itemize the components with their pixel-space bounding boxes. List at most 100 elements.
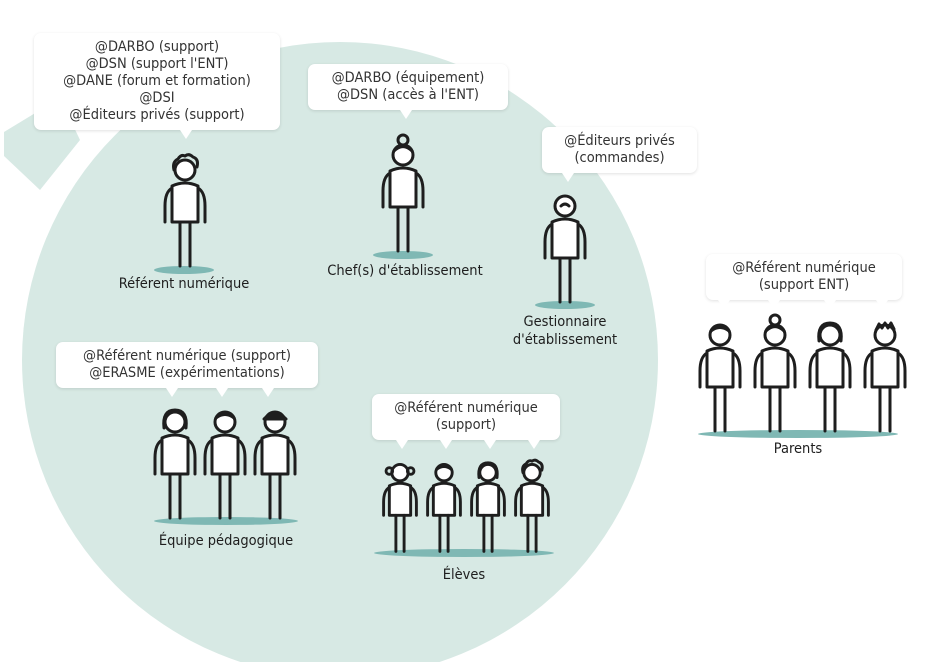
arm-right: [236, 438, 247, 476]
hair: [214, 413, 236, 420]
hair-pigtail: [405, 466, 416, 476]
bubble-line: (support): [435, 417, 497, 433]
bubble-tail: [396, 440, 408, 449]
bubble-tail: [718, 300, 730, 309]
arm-right: [786, 351, 797, 389]
bubble-tail: [166, 388, 178, 397]
label-text: Gestionnaire: [523, 314, 607, 330]
person-figure: [543, 194, 587, 304]
bubble-line: @DSI: [139, 90, 175, 106]
arm-right: [841, 351, 852, 389]
bubble-parents: @Référent numérique (support ENT): [706, 254, 902, 309]
head: [522, 462, 542, 483]
hair: [764, 325, 786, 333]
group-parents-figures: [698, 313, 907, 433]
person-figure: [381, 133, 425, 253]
bubble-tail: [528, 440, 540, 449]
bubble-line: @DANE (forum et formation): [63, 73, 251, 89]
bubble-tail: [768, 300, 780, 309]
person-figure: [514, 458, 550, 553]
arm-left: [153, 438, 164, 476]
arm-left: [698, 351, 709, 389]
bubble-line: @DARBO (support): [94, 39, 220, 55]
bubble-line: @Éditeurs privés (support): [69, 107, 245, 123]
arm-left: [470, 485, 479, 517]
person-figure: [808, 321, 852, 433]
arm-right: [286, 438, 297, 476]
bubble-line: (commandes): [574, 150, 665, 166]
label-chef: Chef(s) d'établissement: [320, 262, 490, 280]
torso: [815, 346, 845, 389]
arm-right: [497, 485, 506, 517]
bubble-tail: [484, 440, 496, 449]
head: [390, 462, 410, 483]
head: [163, 410, 187, 434]
torso: [705, 346, 735, 389]
label-equipe: Équipe pédagogique: [136, 532, 316, 550]
hair: [874, 321, 896, 332]
arm-right: [576, 222, 587, 260]
label-parents: Parents: [758, 440, 838, 458]
head: [818, 323, 842, 347]
label-text: Référent numérique: [118, 276, 250, 292]
group-eleves-figures: [382, 458, 550, 553]
arm-left: [203, 438, 214, 476]
head: [553, 194, 577, 218]
bubble-referent: @DARBO (support) @DSN (support l'ENT) @D…: [34, 33, 280, 139]
platform-eleves: [374, 549, 554, 557]
person-figure: [863, 321, 907, 433]
person-figure: [698, 323, 742, 433]
label-text: Parents: [773, 441, 823, 457]
arm-right: [409, 485, 418, 517]
arm-left: [426, 485, 435, 517]
arm-left: [808, 351, 819, 389]
person-figure: [382, 462, 418, 553]
hair-pigtail: [384, 466, 395, 476]
person-figure: [426, 462, 462, 553]
torso: [387, 481, 413, 517]
torso: [870, 346, 900, 389]
arm-left: [381, 171, 392, 209]
arm-left: [753, 351, 764, 389]
group-gestionnaire-figures: [543, 194, 587, 304]
bubble-tail: [180, 130, 192, 139]
hair: [817, 321, 843, 343]
arm-left: [382, 485, 391, 517]
head: [478, 462, 498, 483]
bubble-line: @DSN (support l'ENT): [85, 56, 229, 72]
hair-bun: [768, 313, 782, 327]
label-gestionnaire: Gestionnaire d'établissement: [505, 313, 625, 349]
arm-left: [253, 438, 264, 476]
person-figure: [203, 410, 247, 520]
bubble-line: @Référent numérique (support): [83, 348, 291, 364]
hair-bun: [396, 133, 410, 147]
hair: [477, 461, 499, 480]
hair: [709, 326, 731, 333]
person-figure: [253, 410, 297, 520]
face: [559, 202, 571, 208]
platform-parents: [698, 430, 898, 438]
arm-right: [896, 351, 907, 389]
person-figure: [753, 313, 797, 433]
bubble-line: @Référent numérique: [732, 260, 876, 276]
bubble-tail: [216, 388, 228, 397]
platform-chef: [373, 251, 433, 259]
bubble-line: (support ENT): [758, 277, 850, 293]
torso: [760, 346, 790, 389]
bubble-line: @Référent numérique: [394, 400, 538, 416]
label-text: Équipe pédagogique: [158, 533, 294, 549]
torso: [431, 481, 457, 517]
label-text: Chef(s) d'établissement: [327, 263, 483, 279]
torso: [210, 433, 240, 476]
arm-left: [514, 485, 523, 517]
arm-right: [414, 171, 425, 209]
person-figure: [153, 408, 197, 520]
group-chef-figures: [381, 133, 425, 253]
arm-left: [863, 351, 874, 389]
arm-left: [163, 186, 174, 224]
arm-left: [543, 222, 554, 260]
bubble-tail: [824, 300, 836, 309]
hair: [392, 145, 414, 153]
arm-right: [186, 438, 197, 476]
person-figure: [470, 461, 506, 553]
